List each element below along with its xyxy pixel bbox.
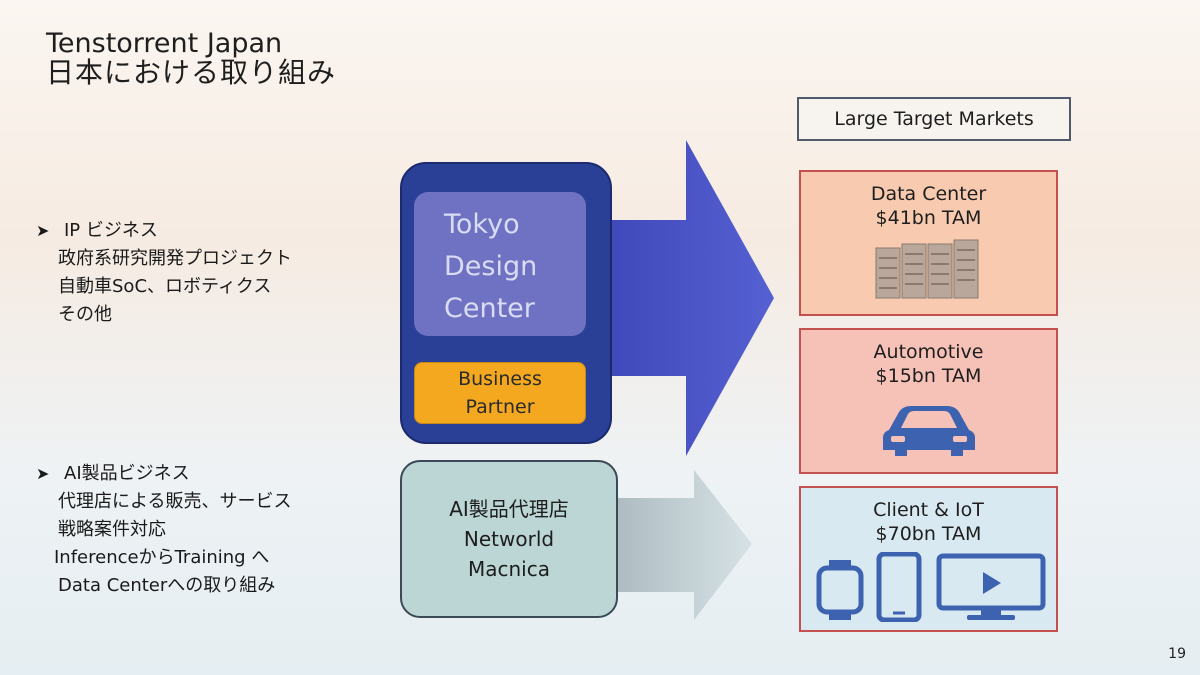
tablet-icon	[876, 552, 921, 622]
arrow-bullet-icon: ➤	[36, 464, 50, 483]
distributor-line: AI製品代理店	[449, 497, 569, 521]
ip-business-bullet: ➤ IP ビジネス 政府系研究開発プロジェクト 自動車SoC、ロボティクス その…	[36, 217, 292, 329]
ai-business-bullet: ➤ AI製品ビジネス 代理店による販売、サービス 戦略案件対応 Inferenc…	[36, 460, 291, 600]
title-english: Tenstorrent Japan	[46, 28, 283, 59]
monitor-play-icon	[936, 553, 1045, 620]
grey-flow-arrow	[600, 470, 752, 620]
title-japanese: 日本における取り組み	[46, 56, 337, 89]
business-partner-line: Business	[458, 368, 542, 390]
ip-business-heading: IP ビジネス	[64, 220, 158, 241]
market-tam: $41bn TAM	[875, 207, 982, 229]
design-center-line: Tokyo	[444, 209, 520, 240]
market-client-iot: Client & IoT $70bn TAM	[799, 486, 1058, 632]
market-tam: $15bn TAM	[875, 365, 982, 387]
design-center-line: Design	[444, 251, 538, 282]
market-name: Client & IoT	[873, 499, 984, 521]
distributor-line: Networld	[463, 527, 555, 551]
market-automotive: Automotive $15bn TAM	[799, 328, 1058, 474]
slide-title: Tenstorrent Japan 日本における取り組み	[46, 30, 336, 87]
ai-business-line: Data Centerへの取り組み	[58, 575, 276, 596]
business-partner-box: Business Partner	[414, 362, 586, 424]
design-center-inner-box	[414, 192, 586, 336]
ai-business-line: InferenceからTraining へ	[54, 547, 270, 568]
design-center-line: Center	[444, 293, 535, 324]
car-icon	[882, 406, 975, 456]
ip-business-line: 政府系研究開発プロジェクト	[58, 248, 292, 269]
arrow-bullet-icon: ➤	[36, 221, 50, 240]
smartwatch-icon	[816, 560, 863, 620]
market-name: Automotive	[873, 341, 984, 363]
devices-icon	[816, 552, 1045, 622]
ip-business-line: その他	[58, 304, 112, 325]
market-data-center: Data Center $41bn TAM	[799, 170, 1058, 316]
blue-flow-arrow	[600, 140, 774, 456]
market-tam: $70bn TAM	[875, 523, 982, 545]
ai-business-heading: AI製品ビジネス	[64, 463, 190, 484]
ai-business-line: 戦略案件対応	[58, 519, 166, 540]
market-name: Data Center	[870, 183, 987, 205]
ip-business-line: 自動車SoC、ロボティクス	[58, 276, 272, 297]
server-rack-icon	[875, 239, 978, 299]
target-markets-header: Large Target Markets	[797, 97, 1071, 141]
page-number: 19	[1168, 646, 1186, 662]
distributor-line: Macnica	[468, 557, 550, 581]
ai-business-line: 代理店による販売、サービス	[58, 491, 292, 512]
distributor-box: AI製品代理店 Networld Macnica	[400, 460, 618, 618]
design-center-label: Tokyo Design Center	[444, 204, 537, 330]
business-partner-line: Partner	[465, 396, 535, 418]
